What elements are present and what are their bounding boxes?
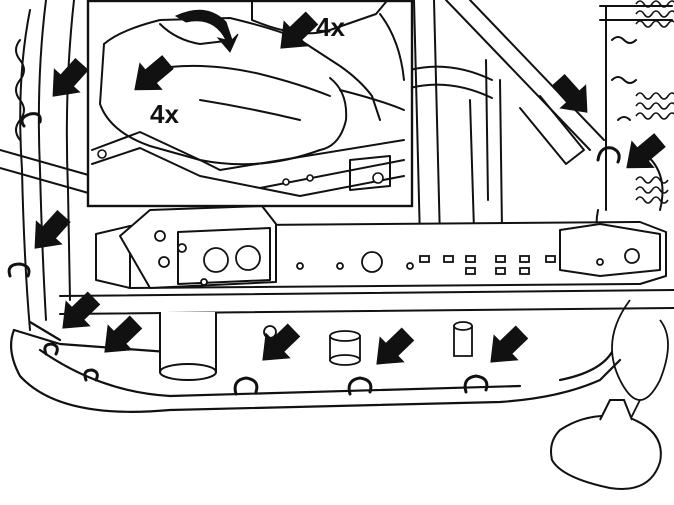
hog-ring-clip-icon bbox=[596, 146, 621, 164]
callout-arrow-icon bbox=[363, 321, 421, 378]
inset-callout-label-left: 4x bbox=[150, 99, 179, 129]
hog-ring-clip-icon bbox=[83, 368, 99, 382]
hog-ring-clip-icon bbox=[347, 376, 373, 396]
inset-callout-label-top: 4x bbox=[316, 12, 345, 42]
hog-ring-clip-icon bbox=[20, 112, 42, 128]
mounting-bolts bbox=[263, 321, 473, 366]
seat-springs bbox=[635, 0, 674, 204]
inset-panel bbox=[86, 0, 414, 208]
hog-ring-clips bbox=[7, 112, 621, 396]
callout-arrow-icon bbox=[477, 319, 535, 376]
hog-ring-clip-icon bbox=[233, 376, 259, 396]
callout-arrow-icon bbox=[91, 309, 149, 366]
center-cylinder bbox=[159, 312, 217, 381]
rail-holes bbox=[154, 230, 640, 286]
connector-plug bbox=[550, 399, 662, 490]
callout-arrow-icon bbox=[614, 126, 672, 183]
seat-frame-background bbox=[0, 0, 674, 331]
callout-arrow-icon bbox=[249, 317, 307, 374]
hog-ring-clip-icon bbox=[463, 374, 489, 394]
hog-ring-clip-icon bbox=[7, 262, 31, 278]
callout-arrow-icon bbox=[544, 67, 601, 125]
seat-cushion-pan bbox=[9, 320, 622, 413]
lift-direction-arrow bbox=[174, 9, 239, 53]
hog-ring-clip-icon bbox=[43, 342, 59, 356]
